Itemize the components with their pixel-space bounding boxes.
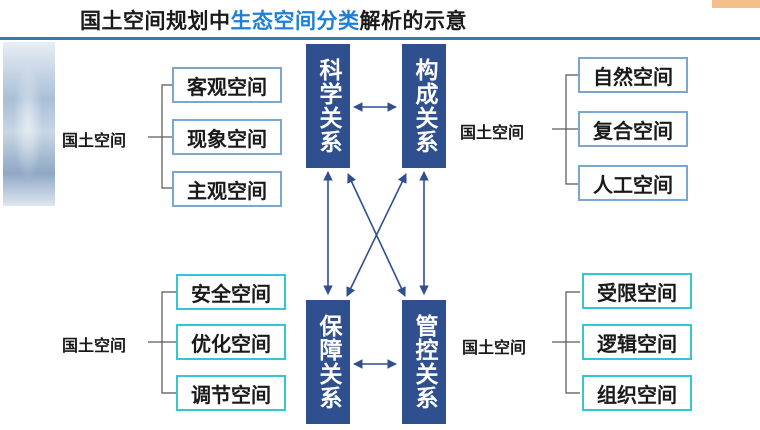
item-organization-space: 组织空间 [582, 375, 692, 411]
item-natural-space: 自然空间 [578, 57, 688, 93]
item-phenomenon-space: 现象空间 [172, 119, 282, 155]
item-optimization-space: 优化空间 [176, 324, 286, 360]
item-composite-space: 复合空间 [578, 111, 688, 147]
group-label-top-left: 国土空间 [62, 131, 127, 150]
group-label-bottom-left: 国土空间 [62, 336, 127, 355]
title-prefix: 国土空间规划中 [80, 9, 231, 33]
item-subjective-space: 主观空间 [172, 171, 282, 207]
item-restricted-space: 受限空间 [582, 273, 692, 309]
title-suffix: 解析的示意 [359, 9, 467, 33]
science-relation-box: 科学关系 [306, 44, 350, 168]
item-logic-space: 逻辑空间 [582, 324, 692, 360]
title-highlight: 生态空间分类 [230, 9, 360, 33]
item-objective-space: 客观空间 [172, 67, 282, 103]
title-underline [0, 37, 760, 40]
item-safety-space: 安全空间 [176, 274, 286, 310]
slide-title: 国土空间规划中生态空间分类解析的示意 [80, 5, 467, 35]
item-regulation-space: 调节空间 [176, 375, 286, 411]
corner-accent [712, 0, 760, 8]
bracket-bottom-left [148, 291, 176, 394]
bracket-bottom-right [552, 291, 580, 394]
decorative-image [3, 42, 55, 206]
control-relation-box: 管控关系 [402, 300, 446, 424]
group-label-top-right: 国土空间 [460, 123, 525, 142]
composition-relation-box: 构成关系 [402, 44, 446, 168]
arrow-composition-guarantee [346, 173, 407, 297]
bracket-top-right [552, 74, 580, 185]
item-artificial-space: 人工空间 [578, 165, 688, 201]
group-label-bottom-right: 国土空间 [462, 338, 527, 357]
guarantee-relation-box: 保障关系 [306, 300, 350, 424]
